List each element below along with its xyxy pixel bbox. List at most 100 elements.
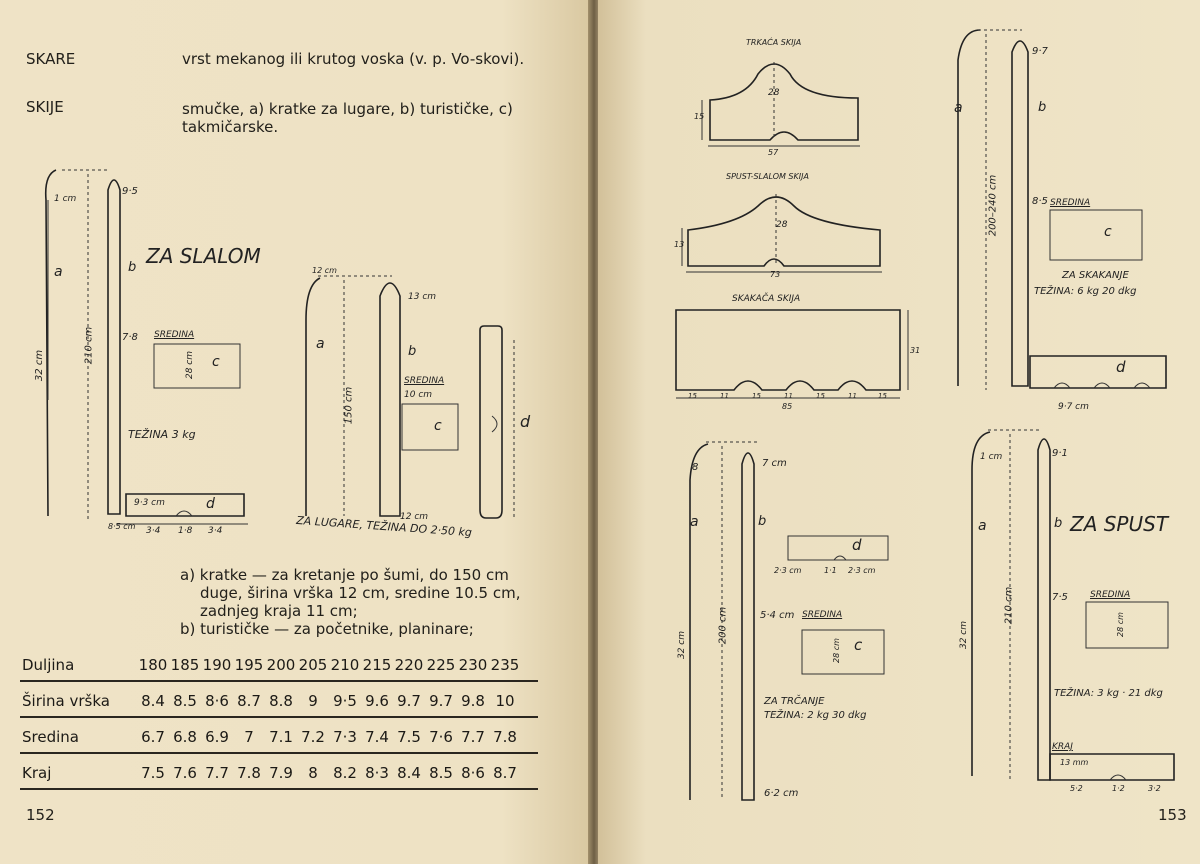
spust-weight: TEŽINA: 3 kg · 21 dkg (1054, 688, 1163, 699)
spust-28cm: 28 cm (1115, 612, 1125, 637)
cell: 235 (490, 656, 520, 674)
lugare-mid-section (401, 403, 459, 451)
trcanje-8: 8 (692, 462, 699, 473)
cell: 8·6 (461, 764, 485, 782)
d-dim-3: 3·4 (208, 526, 223, 536)
cell: 8.5 (429, 764, 453, 782)
trkaca-width: 57 (768, 148, 779, 157)
slalom-rear-section (125, 493, 245, 517)
slalom-title: ZA SLALOM (146, 244, 261, 268)
skakanje-length: 200–240 cm (987, 174, 999, 237)
trcanje-caption: ZA TRČANJE (764, 696, 825, 707)
trcanje-label-a: a (690, 514, 699, 530)
lugare-10cm: 10 cm (404, 390, 433, 400)
entry-term-skije: SKIJE (26, 98, 64, 116)
trcanje-32cm: 32 cm (677, 630, 688, 660)
lugare-label-a: a (316, 336, 325, 352)
paragraph-line-4: b) turističke — za početnike, planinare; (180, 620, 474, 638)
skakanje-label-c: c (1104, 224, 1112, 240)
trcanje-label-b: b (758, 514, 767, 529)
cell: 7.4 (365, 728, 389, 746)
skakaca-seg-5: 15 (816, 392, 825, 400)
lugare-12cm-bottom: 12 cm (400, 512, 429, 522)
skakaca-seg-2: 11 (720, 392, 729, 400)
trcanje-sredina: SREDINA (802, 610, 843, 620)
cell: 7.9 (269, 764, 293, 782)
spust-d-dim-3: 3·2 (1148, 784, 1161, 793)
spust-d-dim-2: 1·2 (1112, 784, 1125, 793)
label-32cm: 32 cm (34, 349, 46, 382)
cell: 190 (202, 656, 232, 674)
cell: 9 (308, 692, 318, 710)
table-row: Duljina 180 185 190 195 200 205 210 215 … (20, 646, 538, 682)
slalom-skija-title: SPUST-SLALOM SKIJA (726, 172, 809, 181)
cell: 8.4 (141, 692, 165, 710)
cell: 9.7 (397, 692, 421, 710)
cell: 8·6 (205, 692, 229, 710)
row-label: Kraj (22, 764, 52, 782)
book-gutter (588, 0, 600, 864)
label-a: a (54, 264, 63, 280)
label-1cm: 1 cm (54, 194, 77, 204)
cell: 8.5 (173, 692, 197, 710)
skakaca-seg-3: 15 (752, 392, 761, 400)
cell: 10 (495, 692, 515, 710)
trcanje-200cm: 200 cm (717, 606, 729, 645)
lugare-sredina: SREDINA (404, 376, 445, 386)
cell: 7 (244, 728, 254, 746)
lugare-12cm-top: 12 cm (312, 266, 337, 275)
table-row: Kraj 7.5 7.6 7.7 7.8 7.9 8 8.2 8·3 8.4 8… (20, 754, 538, 790)
cell: 7.2 (301, 728, 325, 746)
cell: 225 (426, 656, 456, 674)
skakanje-ski-top (1011, 40, 1029, 387)
lugare-ski-top (379, 282, 401, 517)
cell: 8 (308, 764, 318, 782)
cell: 215 (362, 656, 392, 674)
trcanje-ski-top (741, 452, 755, 801)
label-c: c (212, 354, 220, 370)
trcanje-label-c: c (854, 636, 863, 654)
lugare-label-b: b (408, 344, 417, 359)
slalom-mid-section (153, 343, 241, 389)
trkaca-profile (709, 63, 859, 141)
skakaca-height: 31 (910, 346, 921, 355)
skakanje-caption: ZA SKAKANJE (1062, 270, 1129, 281)
spust-210cm: 210 cm (1003, 586, 1015, 625)
cell: 7.8 (493, 728, 517, 746)
label-sredina: SREDINA (154, 330, 195, 340)
cell: 7.1 (269, 728, 293, 746)
spust-label-b: b (1054, 516, 1063, 531)
cell: 8.4 (397, 764, 421, 782)
skakanje-85: 8·5 (1032, 196, 1048, 207)
cell: 7·6 (429, 728, 453, 746)
spust-91: 9·1 (1052, 448, 1068, 459)
row-label: Sredina (22, 728, 79, 746)
skakaca-seg-1: 15 (688, 392, 697, 400)
cell: 7·3 (333, 728, 357, 746)
slalom-skija-height: 28 (776, 220, 788, 230)
trcanje-ski-side (689, 443, 709, 800)
skakanje-weight: TEŽINA: 6 kg 20 dkg (1034, 286, 1137, 297)
paragraph-line-1: a) kratke — za kretanje po šumi, do 150 … (180, 566, 509, 584)
skakaca-profile (675, 309, 901, 391)
spust-1cm: 1 cm (980, 452, 1003, 462)
spust-32cm: 32 cm (959, 620, 970, 650)
label-95: 9·5 (122, 186, 138, 197)
row-label: Širina vrška (22, 692, 110, 710)
lugare-label-d: d (520, 412, 531, 431)
cell: 9.7 (429, 692, 453, 710)
spust-rear-section (1049, 753, 1175, 781)
label-28cm: 28 cm (185, 350, 196, 380)
skakaca-seg-6: 11 (848, 392, 857, 400)
row-label: Duljina (22, 656, 75, 674)
skakanje-97: 9·7 (1032, 46, 1048, 57)
label-85cm: 8·5 cm (108, 522, 136, 531)
skakanje-ski-side (957, 29, 981, 386)
cell: 9.6 (365, 692, 389, 710)
ski-types-paragraph: a) kratke — za kretanje po šumi, do 150 … (180, 566, 520, 638)
lugare-label-c: c (434, 418, 442, 434)
lugare-13cm: 13 cm (408, 292, 437, 302)
table-row: Širina vrška 8.4 8.5 8·6 8.7 8.8 9 9·5 9… (20, 682, 538, 718)
d-dim-2: 1·8 (178, 526, 193, 536)
skakanje-rear-section (1029, 355, 1167, 389)
